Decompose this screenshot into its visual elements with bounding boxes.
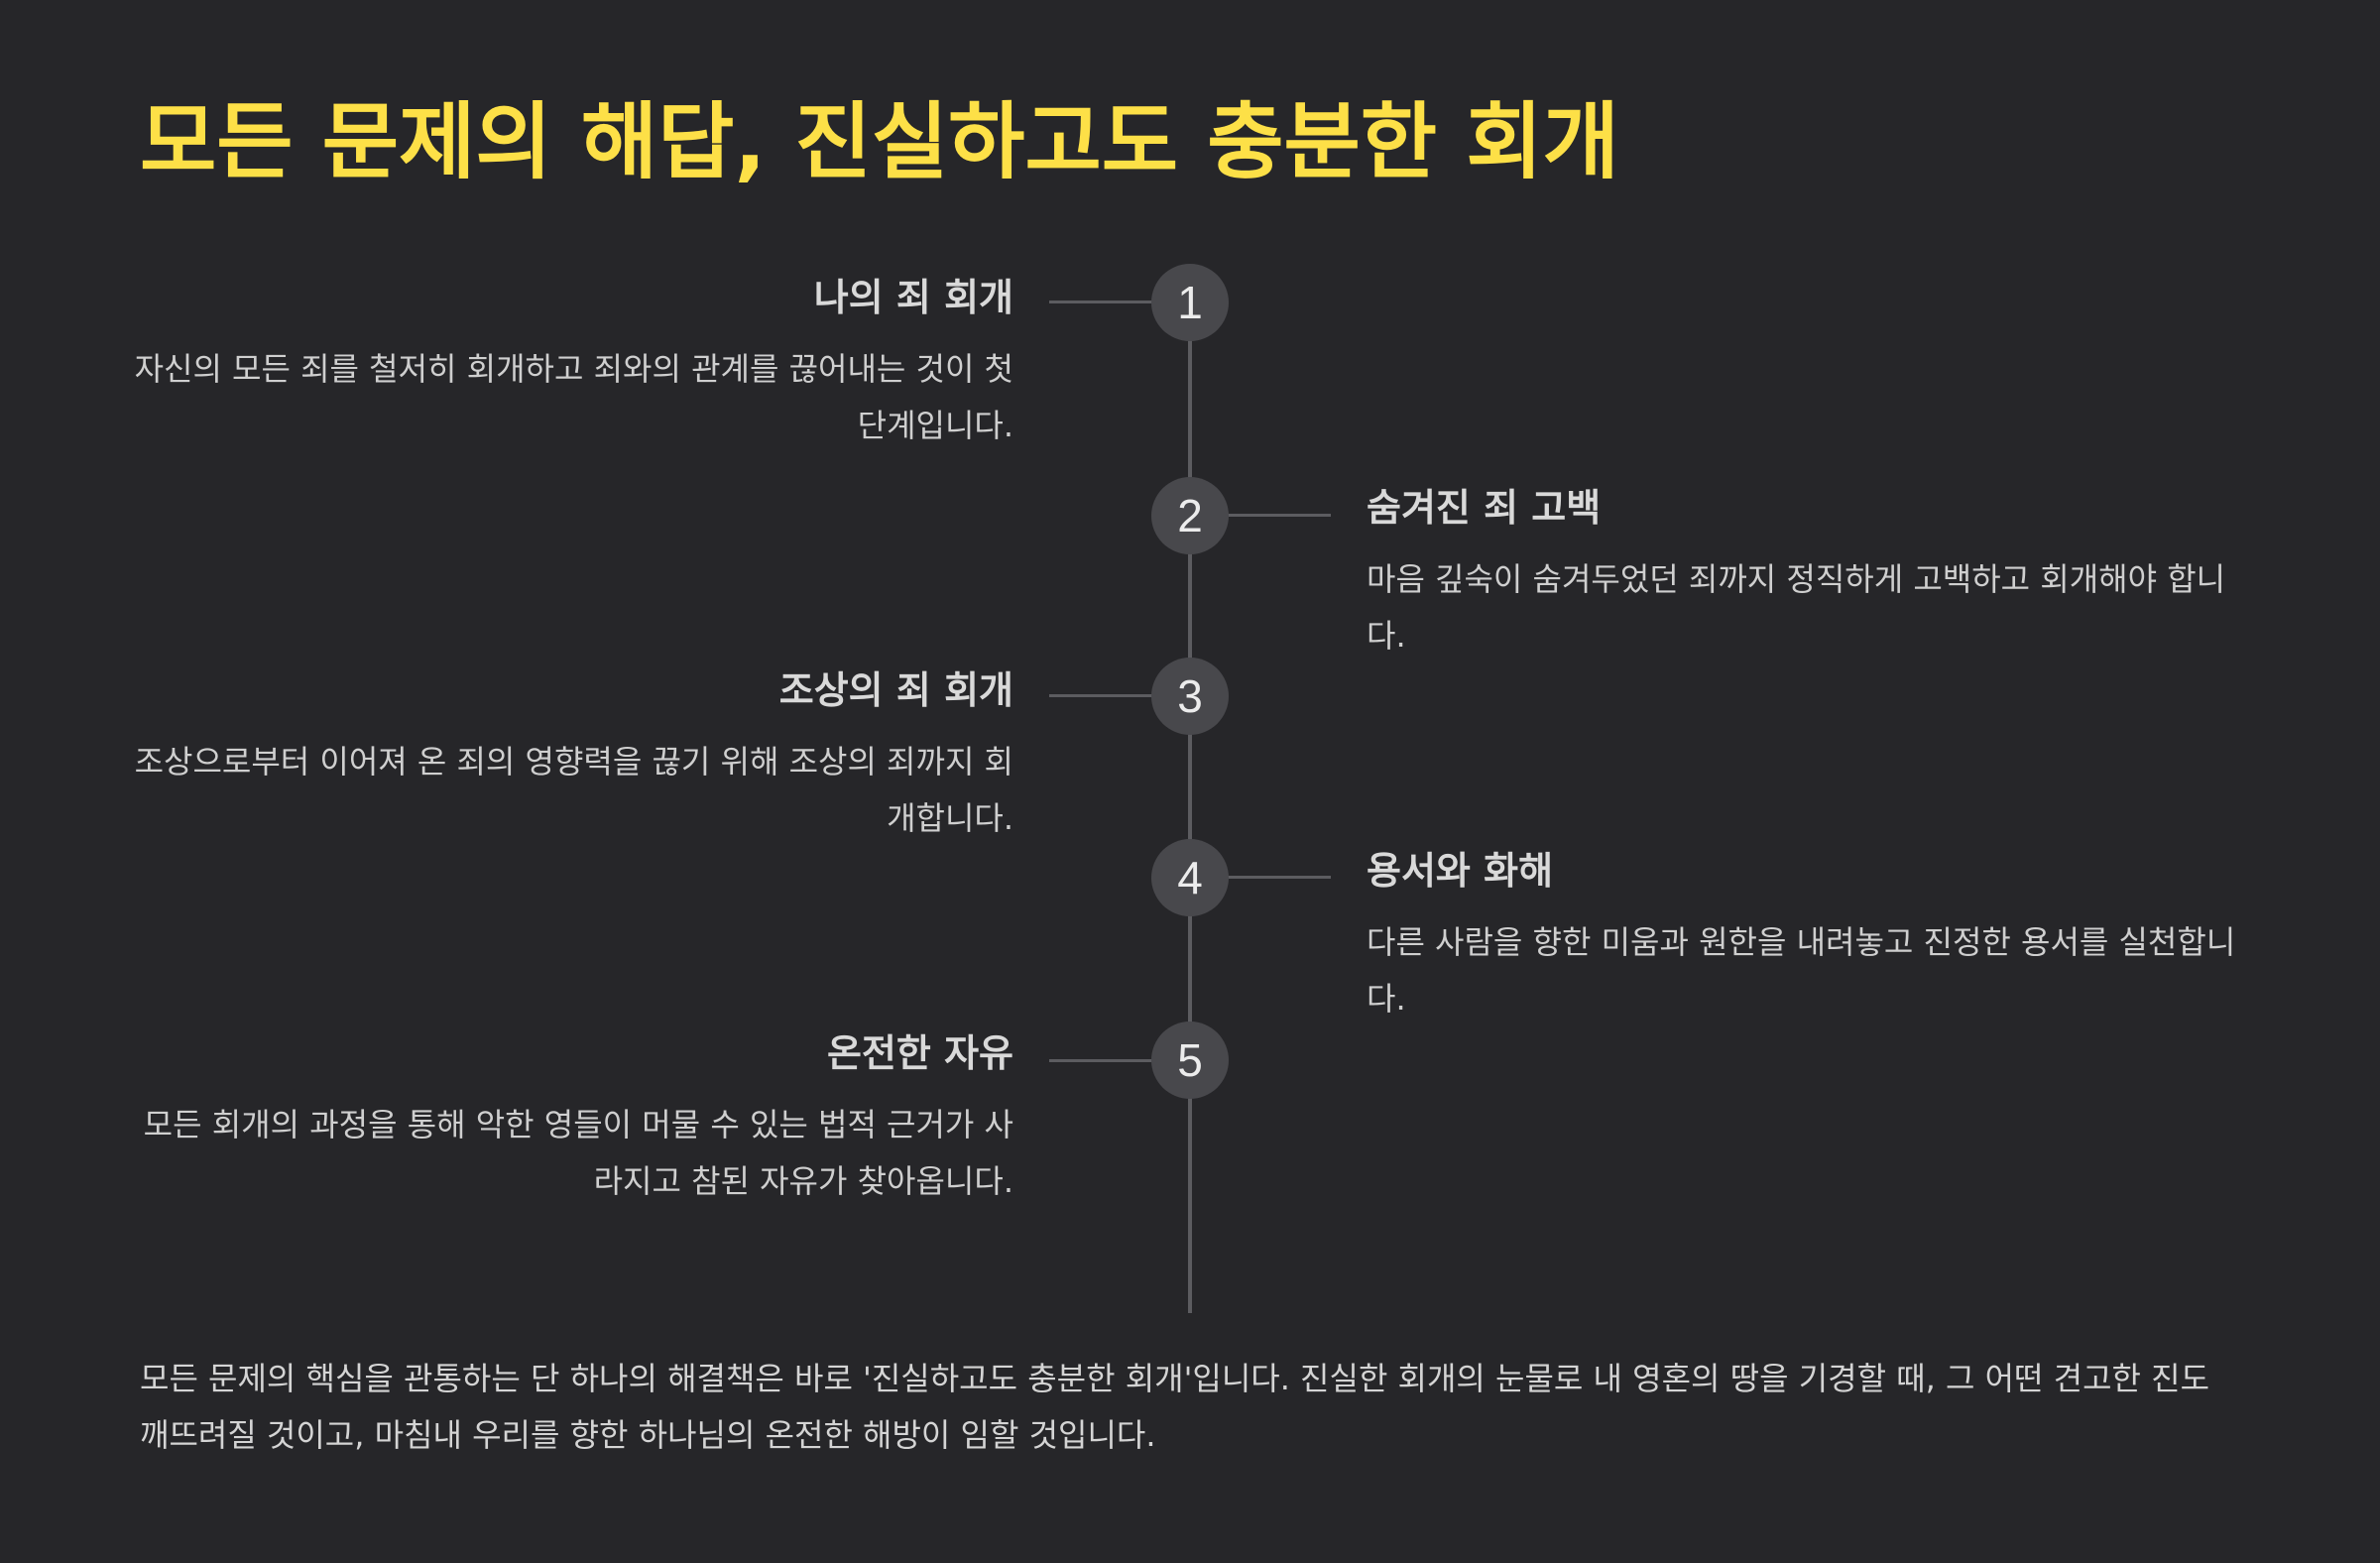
- connector-4: [1226, 876, 1331, 879]
- step-description-4: 다른 사람을 향한 미움과 원한을 내려놓고 진정한 용서를 실천합니다.: [1367, 923, 2236, 1018]
- step-5: 온전한 자유 모든 회개의 과정을 통해 악한 영들이 머물 수 있는 법적 근…: [121, 1027, 1013, 1210]
- step-2: 숨겨진 죄 고백 마음 깊숙이 숨겨두었던 죄까지 정직하게 고백하고 회개해야…: [1367, 482, 2239, 664]
- timeline-axis: [1188, 301, 1192, 1313]
- step-number-1: 1: [1151, 264, 1229, 341]
- connector-3: [1049, 694, 1154, 697]
- step-title-2: 숨겨진 죄 고백: [1367, 486, 1602, 530]
- footer-text: 모든 문제의 핵심을 관통하는 단 하나의 해결책은 바로 '진실하고도 충분한…: [140, 1360, 2210, 1454]
- step-description-1: 자신의 모든 죄를 철저히 회개하고 죄와의 관계를 끊어내는 것이 첫 단계입…: [134, 350, 1013, 444]
- step-4: 용서와 화해 다른 사람을 향한 미움과 원한을 내려놓고 진정한 용서를 실천…: [1367, 845, 2239, 1027]
- step-title-5: 온전한 자유: [826, 1031, 1013, 1075]
- page-title: 모든 문제의 해답, 진실하고도 충분한 회개: [140, 93, 1619, 190]
- step-number-4: 4: [1151, 839, 1229, 916]
- step-number-3: 3: [1151, 658, 1229, 735]
- step-number-2: 2: [1151, 477, 1229, 554]
- step-1: 나의 죄 회개 자신의 모든 죄를 철저히 회개하고 죄와의 관계를 끊어내는 …: [121, 272, 1013, 454]
- connector-1: [1049, 301, 1154, 303]
- step-title-4: 용서와 화해: [1367, 849, 1554, 893]
- step-description-5: 모든 회개의 과정을 통해 악한 영들이 머물 수 있는 법적 근거가 사라지고…: [143, 1106, 1013, 1200]
- step-description-3: 조상으로부터 이어져 온 죄의 영향력을 끊기 위해 조상의 죄까지 회개합니다…: [134, 743, 1013, 837]
- step-description-2: 마음 깊숙이 숨겨두었던 죄까지 정직하게 고백하고 회개해야 합니다.: [1367, 560, 2226, 655]
- step-title-1: 나의 죄 회개: [813, 276, 1013, 319]
- connector-2: [1226, 514, 1331, 517]
- step-title-3: 조상의 죄 회개: [778, 668, 1013, 712]
- step-3: 조상의 죄 회개 조상으로부터 이어져 온 죄의 영향력을 끊기 위해 조상의 …: [121, 664, 1013, 847]
- step-number-5: 5: [1151, 1022, 1229, 1099]
- connector-5: [1049, 1059, 1154, 1062]
